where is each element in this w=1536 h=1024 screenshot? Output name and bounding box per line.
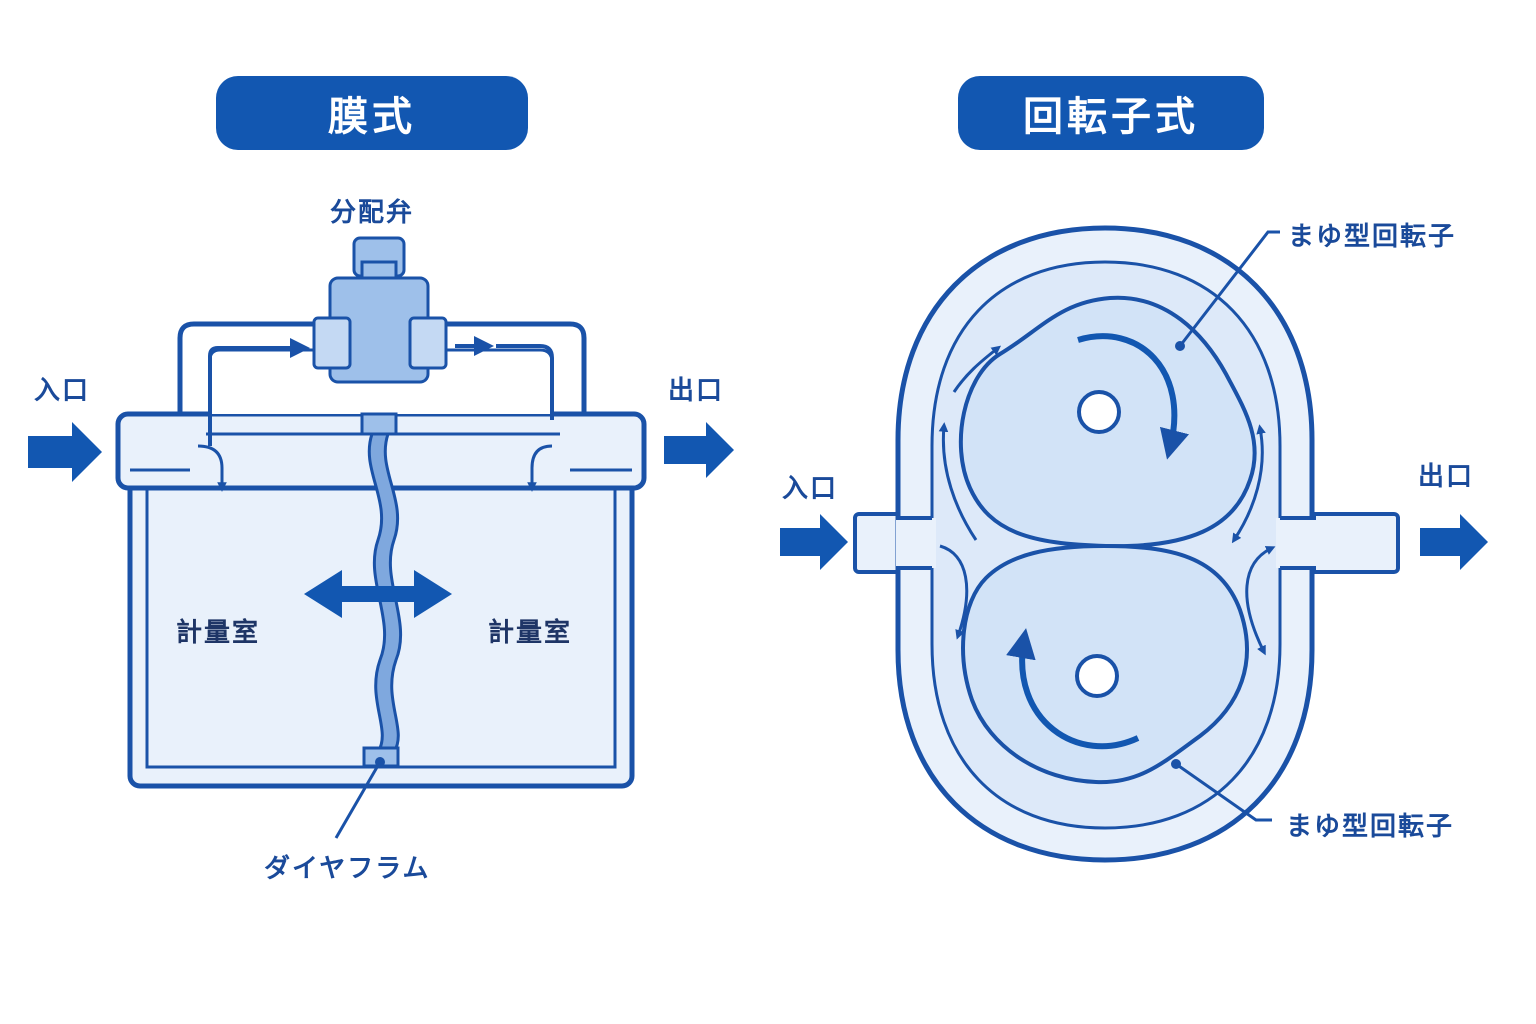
diaphragm-inlet-label: 入口 — [34, 376, 91, 406]
chamber-right-label: 計量室 — [488, 618, 573, 648]
rotary-outlet-label: 出口 — [1418, 462, 1475, 492]
outlet-arrow — [1420, 514, 1488, 570]
rotor-top-label: まゆ型回転子 — [1288, 222, 1457, 252]
flow-arrow — [527, 444, 553, 492]
rotary-meter — [780, 225, 1488, 863]
diaphragm-outlet-label: 出口 — [668, 376, 725, 406]
diaphragm-leader — [334, 761, 382, 839]
diaphragm-meter — [28, 236, 734, 839]
rotary-title-badge: 回転子式 — [958, 76, 1264, 150]
flow-arrow — [938, 422, 978, 541]
flow-arrow — [496, 344, 554, 420]
distribution-valve — [312, 236, 448, 384]
rotor-shaft — [1077, 390, 1121, 434]
rotor-bottom-label: まゆ型回転子 — [1286, 812, 1455, 842]
rotation-arrow — [1006, 628, 1140, 750]
flow-arrow — [1245, 546, 1276, 656]
rotor-top-leader — [1178, 230, 1280, 347]
diaphragm-title-badge: 膜式 — [216, 76, 528, 150]
diaphragm-motion-arrow — [304, 570, 452, 618]
rotary-inlet-label: 入口 — [782, 474, 839, 504]
rotor-shaft — [1075, 654, 1119, 698]
valve-label: 分配弁 — [330, 198, 415, 228]
rotation-arrow — [1077, 333, 1189, 460]
flow-arrow — [939, 544, 969, 640]
flow-arrow — [952, 345, 1002, 393]
inlet-arrow — [28, 422, 102, 482]
chamber-left-label: 計量室 — [176, 618, 261, 648]
flow-arrow — [197, 444, 227, 492]
diaphragm-label: ダイヤフラム — [264, 854, 431, 884]
inlet-arrow — [780, 514, 848, 570]
flow-arrow — [1231, 424, 1266, 544]
outlet-arrow — [664, 422, 734, 478]
rotor-bottom-leader — [1175, 762, 1272, 822]
flow-arrow — [208, 338, 310, 446]
